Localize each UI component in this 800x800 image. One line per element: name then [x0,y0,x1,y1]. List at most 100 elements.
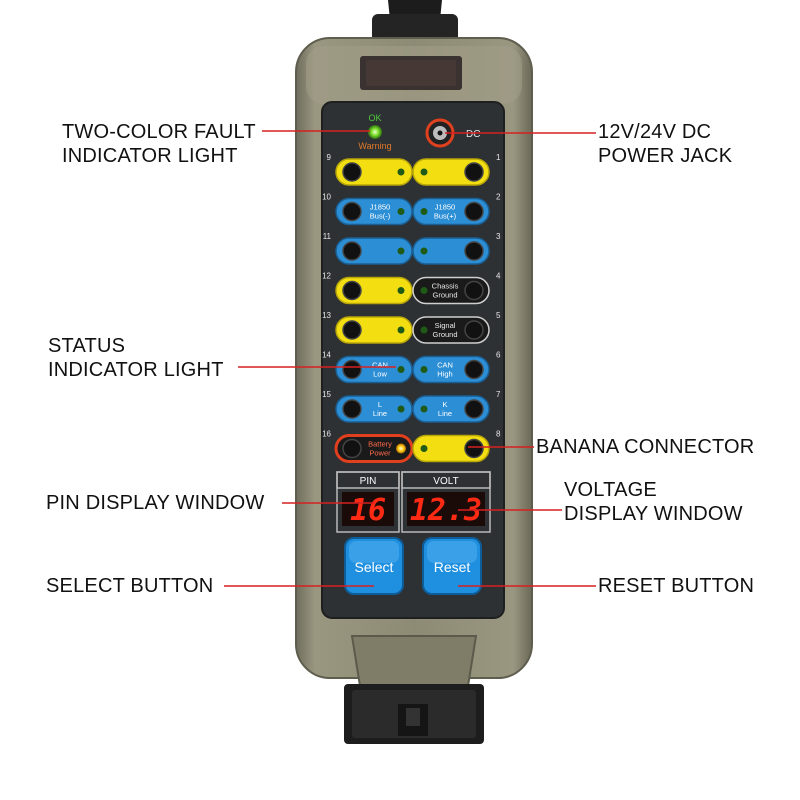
status-led [420,405,428,413]
status-led [396,443,406,454]
ok-label: OK [368,113,381,123]
callout-power-line1: 12V/24V DC [598,121,712,143]
callout-pin-line1: PIN DISPLAY WINDOW [46,492,265,514]
display-panel: PIN 16 VOLT 12.3 [336,471,491,533]
indicator-area: OK Warning DC [358,113,480,151]
reset-button[interactable]: Reset [422,537,482,595]
banana-socket[interactable] [464,399,484,419]
obd-connector [344,635,484,744]
pin-number: 14 [322,351,331,360]
pin-number: 9 [327,153,332,162]
banana-connector-pin-9[interactable]: 9 [327,153,413,186]
banana-socket[interactable] [342,438,362,459]
pin-number: 13 [322,311,331,320]
pin-display-value: 16 [350,493,386,528]
status-led [397,168,405,176]
pin-number: 2 [496,193,501,202]
banana-socket[interactable] [342,320,362,340]
pin-number: 15 [322,390,331,399]
pin-number: 5 [496,311,501,320]
banana-socket[interactable] [342,399,362,419]
banana-socket[interactable] [464,162,484,182]
callout-status-line1: STATUS [48,335,126,357]
callout-status-line2: INDICATOR LIGHT [48,359,224,381]
callout-select-line1: SELECT BUTTON [46,575,214,597]
callout-fault-line1: TWO-COLOR FAULT [62,121,256,143]
pin-number: 3 [496,232,501,241]
banana-connector-pin-1[interactable]: 1 [412,153,501,186]
banana-socket[interactable] [342,201,362,222]
banana-socket[interactable] [342,162,362,182]
banana-socket[interactable] [464,359,484,380]
banana-connector-pin-11[interactable]: 11 [323,232,413,265]
pin-number: 4 [496,272,501,281]
pin-number: 12 [322,272,331,281]
banana-connector-pin-8[interactable]: 8 [412,430,501,463]
pin-number: 10 [322,193,331,202]
banana-connector-pin-3[interactable]: 3 [412,232,501,265]
pin-number: 6 [496,351,501,360]
banana-socket[interactable] [342,359,362,380]
volt-header: VOLT [433,476,458,487]
banana-socket[interactable] [464,320,484,340]
callout-voltage-line2: DISPLAY WINDOW [564,503,743,525]
banana-socket[interactable] [464,201,484,222]
banana-socket[interactable] [342,241,362,261]
pin-number: 8 [496,430,501,439]
pin-header: PIN [360,476,377,487]
warning-label: Warning [358,141,391,151]
callout-voltage-line1: VOLTAGE [564,479,657,501]
fault-indicator-led [368,125,382,139]
callout-power-jack: 12V/24V DC POWER JACK [598,120,732,168]
callout-power-line2: POWER JACK [598,145,733,167]
pin-number: 11 [323,232,332,241]
pin-number: 7 [496,390,501,399]
status-led [420,287,428,294]
dc-label: DC [466,129,480,140]
leader-lines [224,130,596,587]
banana-socket[interactable] [464,438,484,459]
banana-socket[interactable] [464,241,484,261]
status-led [397,405,405,413]
status-led [420,326,428,334]
status-led [397,326,405,334]
banana-connector-pin-12[interactable]: 12 [322,272,413,305]
status-led [420,208,428,215]
callout-banana-line1: BANANA CONNECTOR [536,436,755,458]
select-button[interactable]: Select [344,537,404,595]
status-led [420,247,428,255]
status-led [397,208,405,215]
banana-socket[interactable] [342,280,362,301]
callout-banana-connector: BANANA CONNECTOR [536,435,754,459]
select-button-label: Select [355,559,394,575]
callout-fault-line2: INDICATOR LIGHT [62,145,238,167]
pin-number: 16 [322,430,331,439]
callout-reset-button: RESET BUTTON [598,574,754,598]
banana-socket[interactable] [464,280,484,301]
callout-voltage-window: VOLTAGE DISPLAY WINDOW [564,478,743,526]
callout-select-button: SELECT BUTTON [46,574,213,598]
callout-pin-window: PIN DISPLAY WINDOW [46,491,264,515]
status-led [397,366,405,373]
dc-power-jack[interactable] [425,118,455,148]
banana-connector-pin-13[interactable]: 13 [322,311,413,344]
cable [372,0,458,44]
